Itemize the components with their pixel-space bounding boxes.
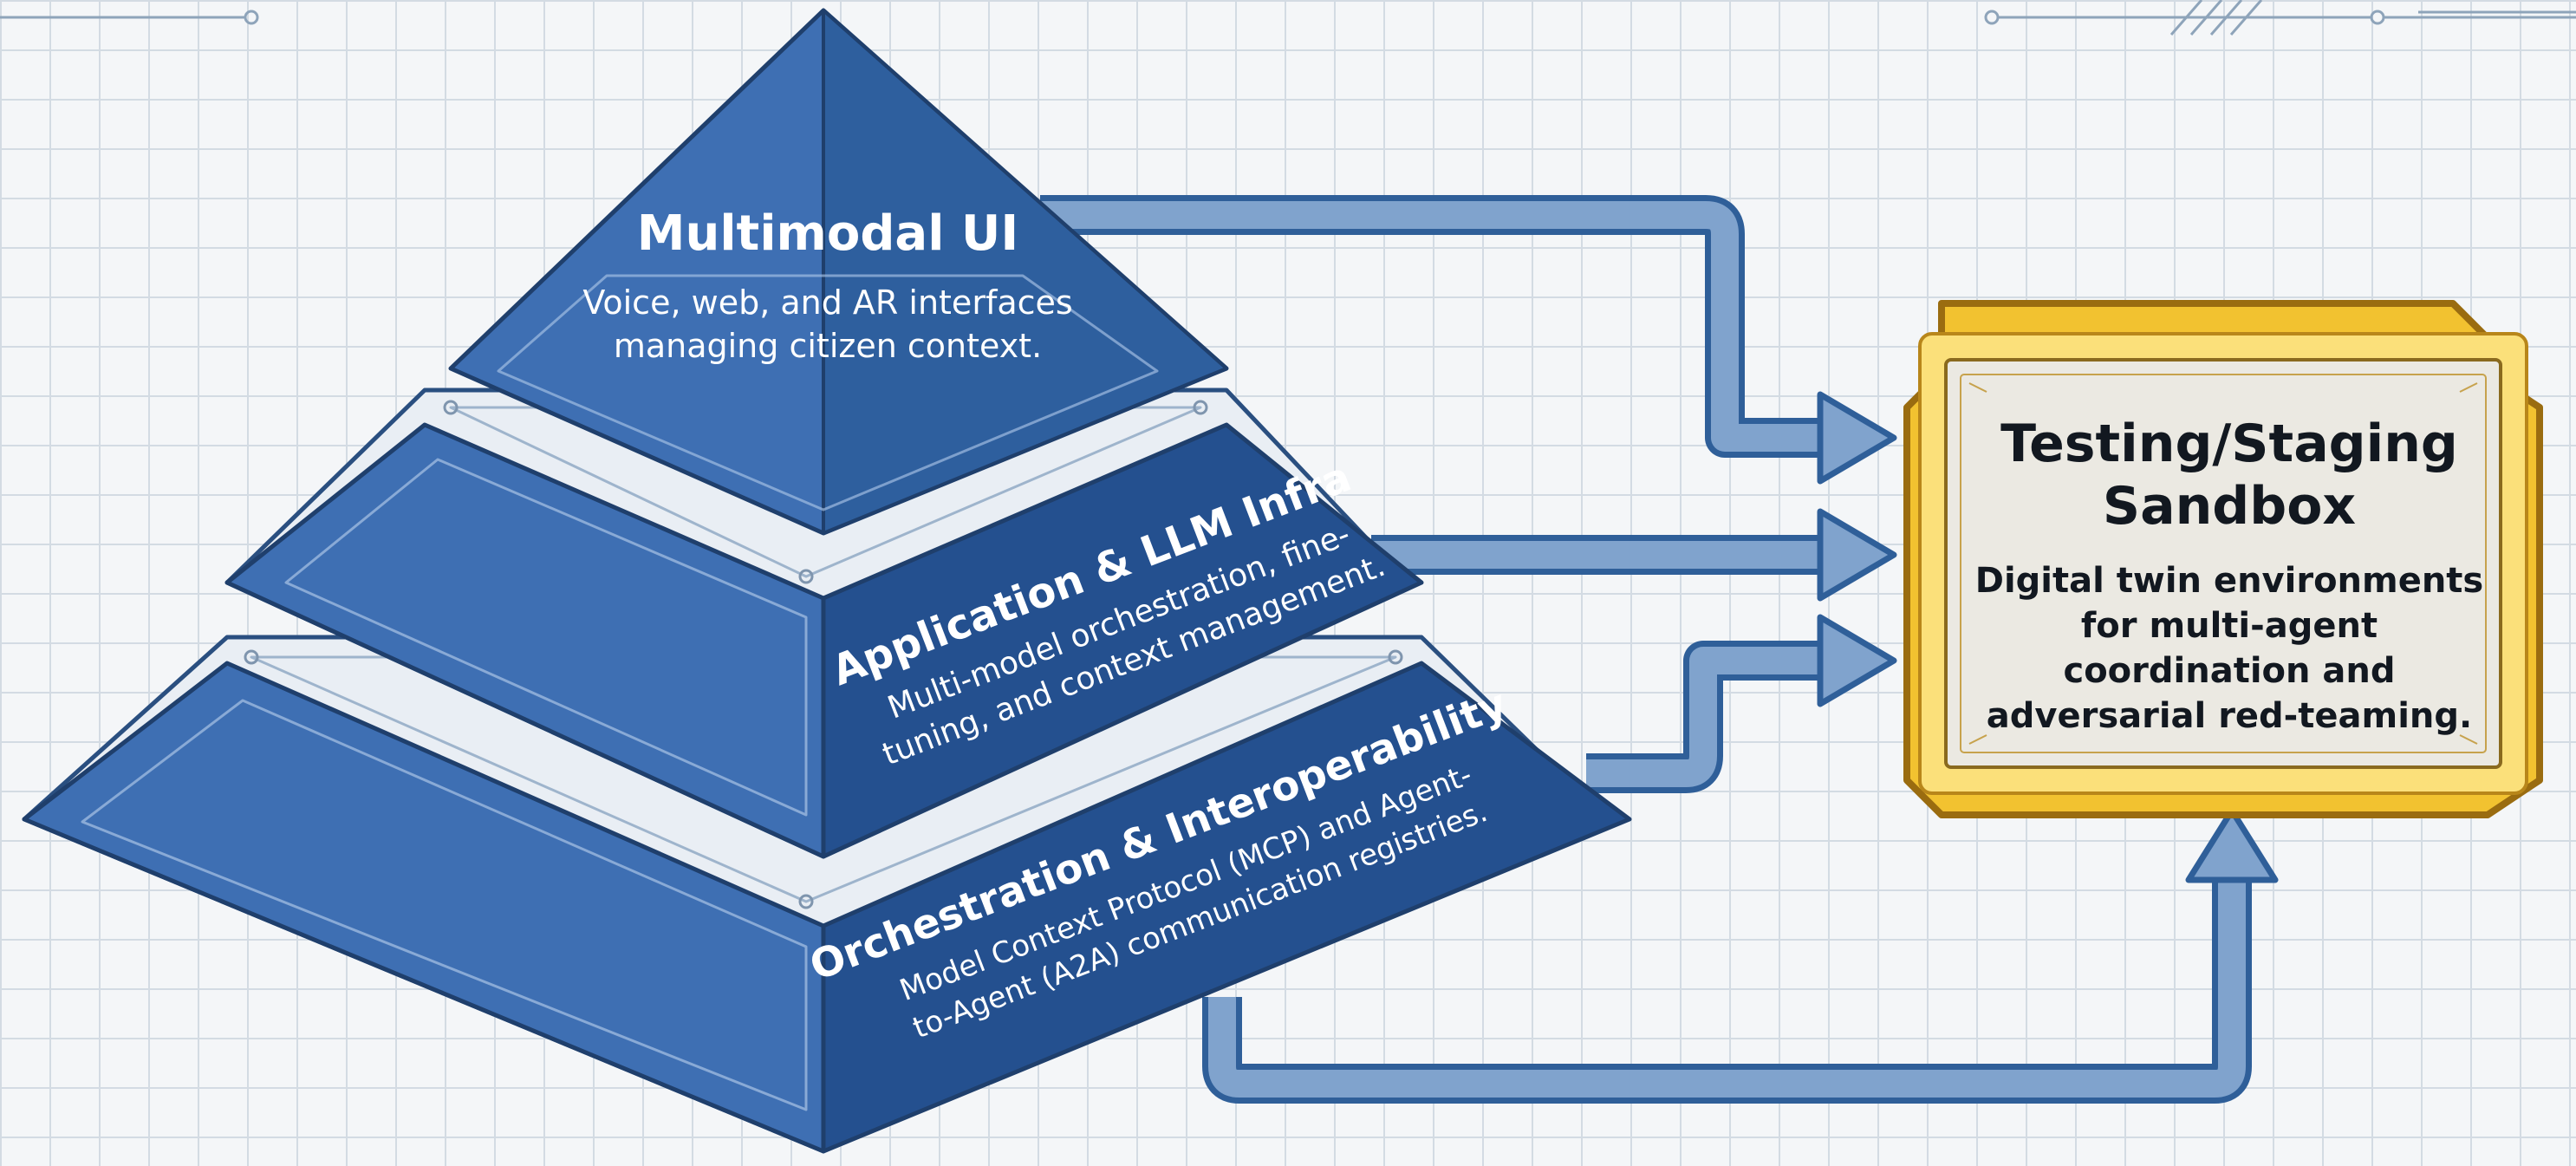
layer-title: Multimodal UI [637, 205, 1018, 262]
pyramid-tier-multimodal [448, 8, 1229, 536]
sandbox-title-line: Testing/Staging [2000, 414, 2458, 474]
arrow-orchestration-to-sandbox [1586, 614, 1897, 793]
sandbox-description-line: for multi-agent [2081, 606, 2378, 646]
layer-label-multimodal: Multimodal UI Voice, web, and AR interfa… [582, 205, 1072, 365]
pyramid-tier-orchestration [22, 635, 1632, 1154]
connector-arrows [1040, 195, 2279, 1104]
sandbox-title-line: Sandbox [2103, 476, 2356, 537]
layer-description-line: Voice, web, and AR interfaces [582, 283, 1072, 322]
sandbox-panel [1903, 300, 2543, 818]
arrow-multimodal-to-sandbox [1040, 195, 1897, 485]
circuit-decoration [0, 0, 2576, 36]
arrow-application-to-sandbox [1371, 508, 1897, 602]
sandbox-text: Testing/Staging Sandbox Digital twin env… [1975, 414, 2483, 736]
sandbox-description-line: coordination and [2063, 651, 2395, 691]
arrow-base-loop-to-sandbox [1202, 807, 2279, 1104]
sandbox-description-line: adversarial red-teaming. [1987, 696, 2472, 736]
layer-description-line: managing citizen context. [614, 327, 1042, 365]
pyramid [22, 8, 1632, 1154]
pyramid-tier-application [224, 388, 1424, 859]
sandbox-description-line: Digital twin environments [1975, 561, 2483, 601]
